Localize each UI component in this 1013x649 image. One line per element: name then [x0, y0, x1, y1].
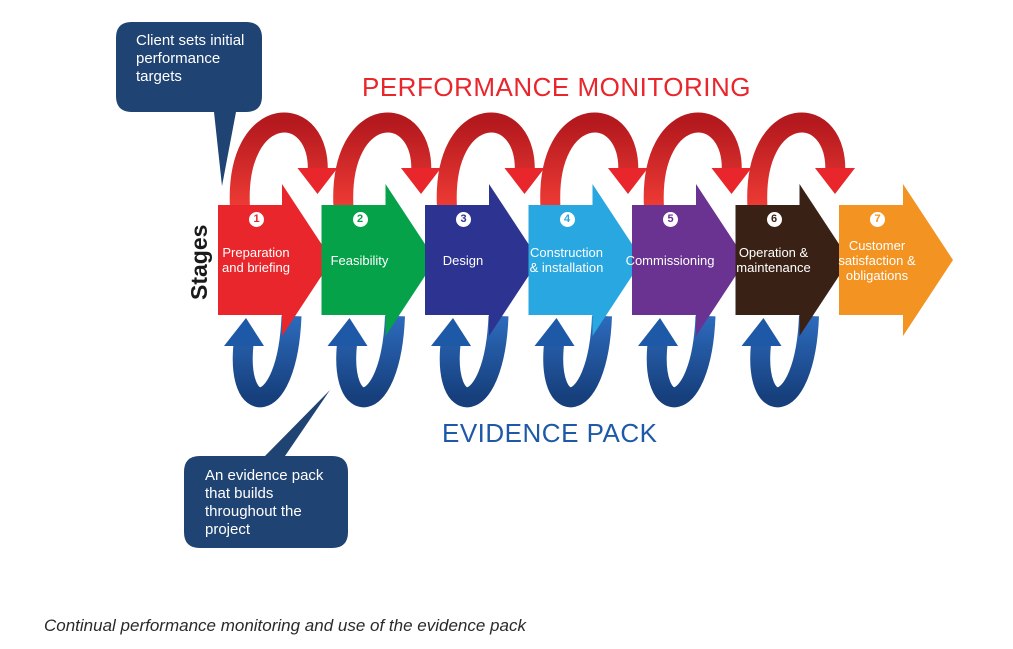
stage-arrow — [528, 184, 643, 336]
evidence-pack-title: EVIDENCE PACK — [442, 418, 658, 448]
monitoring-loop — [643, 112, 742, 209]
monitoring-loop-arrowhead — [297, 168, 338, 194]
stage-number-badge: 7 — [870, 212, 885, 227]
stage-number-badge: 3 — [456, 212, 471, 227]
callout-top-text: Client sets initial performance targets — [136, 32, 245, 85]
stage-label: Design — [442, 252, 484, 268]
stage-label: Preparation and briefing — [222, 245, 290, 275]
stage-arrow — [632, 184, 746, 336]
stage-arrow — [218, 184, 332, 336]
evidence-loop-arrowhead — [327, 318, 368, 346]
stage-label: Commissioning — [625, 252, 715, 268]
monitoring-loop — [747, 112, 846, 209]
evidence-loop — [646, 315, 716, 408]
monitoring-loop — [540, 112, 639, 209]
figure-caption: Continual performance monitoring and use… — [44, 616, 526, 635]
monitoring-loop-arrowhead — [401, 168, 441, 194]
stage-label: Customer satisfaction & obligations — [838, 237, 916, 283]
monitoring-loop — [333, 112, 432, 209]
evidence-loop-arrowhead — [741, 318, 782, 346]
stage-label: Feasibility — [330, 252, 389, 268]
stage-arrows — [218, 184, 953, 336]
evidence-loop — [750, 315, 819, 408]
performance-monitoring-loops — [229, 112, 855, 209]
evidence-loop-arrowhead — [534, 318, 575, 346]
evidence-loop-arrowhead — [431, 318, 471, 346]
monitoring-loop-arrowhead — [815, 168, 855, 194]
evidence-loop — [543, 315, 612, 408]
monitoring-loop — [229, 112, 328, 209]
process-diagram — [116, 22, 953, 548]
stage-arrow — [321, 184, 436, 336]
callout-bottom-text: An evidence pack that builds throughout … — [205, 467, 324, 538]
stage-number-badge: 4 — [559, 212, 575, 227]
callout-top-bubble — [116, 22, 262, 186]
callout-bottom-bubble — [184, 390, 348, 548]
evidence-loop — [336, 315, 405, 408]
stage-arrow — [425, 184, 539, 336]
evidence-loop-arrowhead — [224, 318, 264, 346]
evidence-loop — [439, 315, 509, 408]
monitoring-loop-arrowhead — [504, 168, 545, 194]
evidence-loop — [232, 315, 302, 408]
stage-number-badge: 1 — [249, 212, 264, 227]
stage-label: Construction & installation — [529, 245, 604, 275]
monitoring-loop — [436, 112, 535, 209]
monitoring-loop-arrowhead — [711, 168, 752, 194]
stage-number-badge: 5 — [663, 212, 678, 227]
evidence-loop-arrowhead — [638, 318, 678, 346]
performance-monitoring-title: PERFORMANCE MONITORING — [362, 72, 751, 102]
monitoring-loop-arrowhead — [608, 168, 648, 194]
stage-number-badge: 2 — [352, 212, 368, 227]
stage-number-badge: 6 — [766, 212, 782, 227]
evidence-pack-loops — [224, 315, 819, 408]
stage-arrow — [839, 184, 953, 336]
stage-label: Operation & maintenance — [736, 245, 811, 275]
stage-arrow — [735, 184, 850, 336]
